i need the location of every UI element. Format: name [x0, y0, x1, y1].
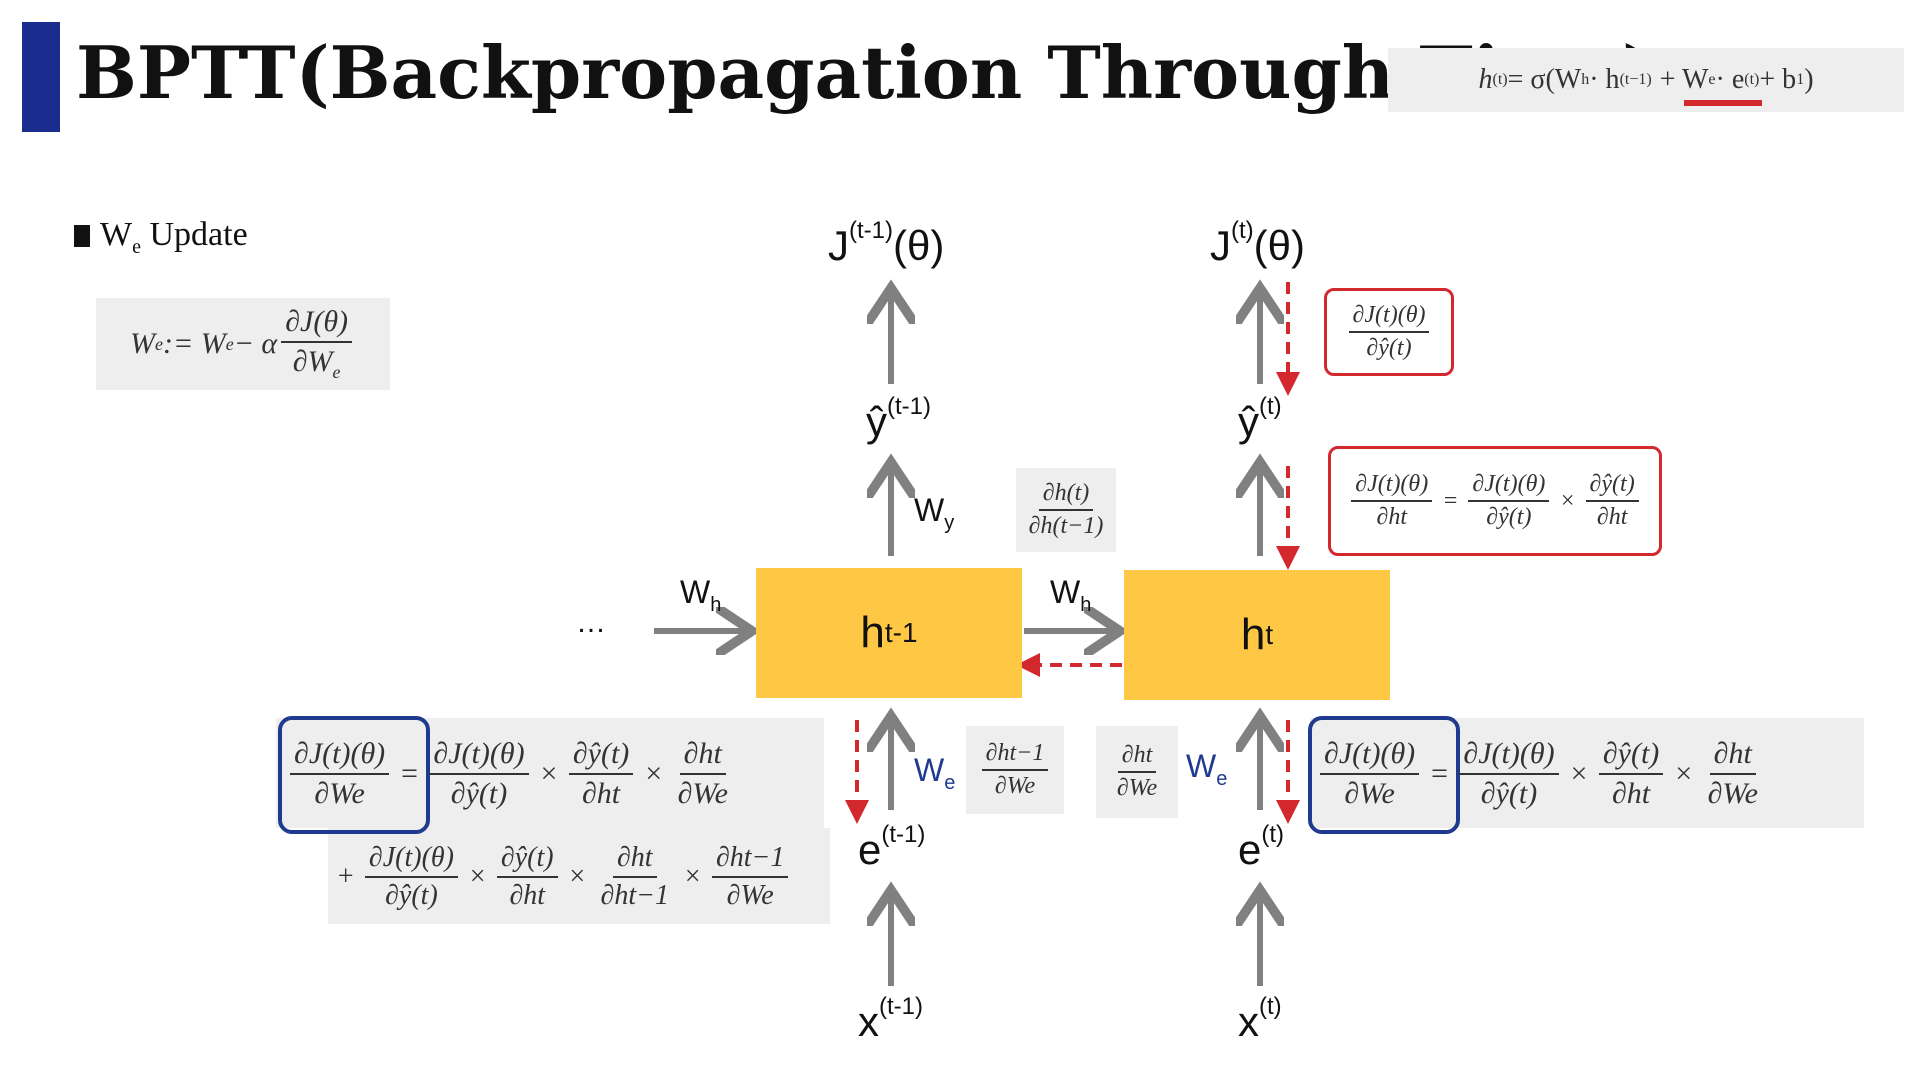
loss-label-prev: J(t-1)(θ): [828, 217, 945, 270]
weight-label-wh-left: Wh: [680, 574, 722, 616]
right-chain-row: ∂J(t)(θ)∂We = ∂J(t)(θ)∂ŷ(t) × ∂ŷ(t)∂ht ×…: [1316, 726, 1766, 822]
bullet-square-icon: [74, 225, 90, 247]
we-update-heading: We Update: [74, 216, 248, 259]
right-dj-dwe-highlight-box: [1308, 716, 1460, 834]
prior-steps-ellipsis: …: [576, 606, 606, 639]
output-label-prev: ŷ(t-1): [866, 393, 931, 446]
left-dj-dwe-highlight-box: [278, 716, 430, 834]
formula-dhprev-dwe: ∂ht−1∂We: [966, 726, 1064, 814]
formula-dh-dhprev: ∂h(t)∂h(t−1): [1016, 468, 1116, 552]
output-label-curr: ŷ(t): [1238, 393, 1282, 446]
loss-label-curr: J(t)(θ): [1210, 217, 1305, 270]
formula-dj-dht-box: ∂J(t)(θ)∂ht = ∂J(t)(θ)∂ŷ(t) × ∂ŷ(t)∂ht: [1328, 446, 1662, 556]
embedding-label-curr: e(t): [1238, 821, 1285, 874]
formula-dht-dwe: ∂ht∂We: [1096, 726, 1178, 818]
weight-label-we-right: We: [1186, 748, 1228, 790]
left-chain-row2: + ∂J(t)(θ)∂ŷ(t) × ∂ŷ(t)∂ht × ∂ht∂ht−1 × …: [330, 834, 792, 920]
formula-dj-dyhat-box: ∂J(t)(θ)∂ŷ(t): [1324, 288, 1454, 376]
embedding-label-prev: e(t-1): [858, 821, 926, 874]
weight-label-wy: Wy: [914, 492, 955, 534]
left-chain-row1: ∂J(t)(θ)∂We = ∂J(t)(θ)∂ŷ(t) × ∂ŷ(t)∂ht ×…: [286, 726, 736, 822]
weight-label-we-left: We: [914, 752, 956, 794]
we-term-highlight: + W: [1659, 64, 1709, 95]
weight-label-wh-mid: Wh: [1050, 574, 1092, 616]
title-accent-bar: [22, 22, 60, 132]
input-label-prev: x(t-1): [858, 993, 923, 1046]
input-label-curr: x(t): [1238, 993, 1282, 1046]
we-term-underline: [1684, 100, 1762, 106]
